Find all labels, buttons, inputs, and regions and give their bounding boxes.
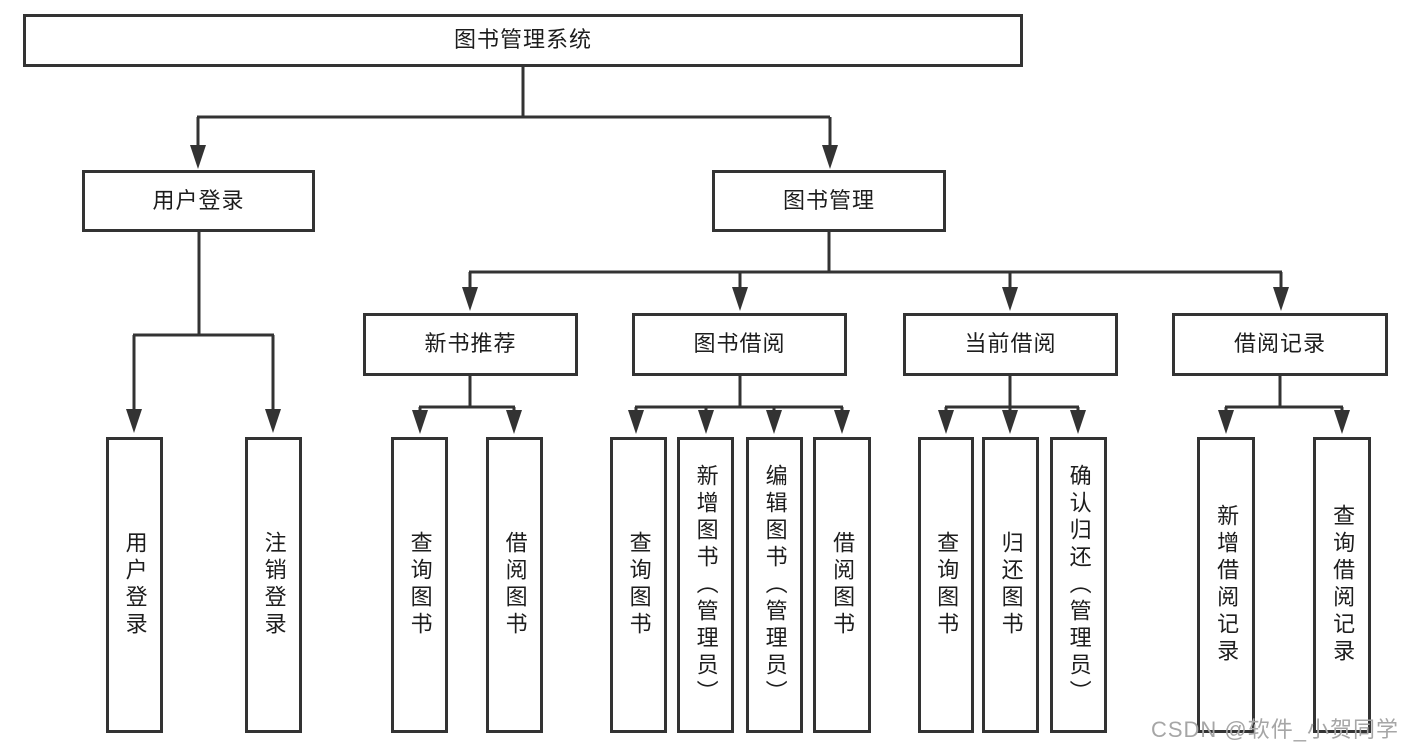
node-label: 当前借阅 xyxy=(964,331,1057,357)
node-leaf-query-book-recommend: 查询图书 xyxy=(391,437,448,733)
node-leaf-edit-book-admin: 编辑图书（管理员） xyxy=(746,437,803,733)
arrowheads-book-borrow-children xyxy=(628,410,850,434)
arrowheads-borrow-records-children xyxy=(1218,410,1350,434)
connector-current-borrow-children xyxy=(944,376,1080,410)
node-leaf-borrow-book: 借阅图书 xyxy=(813,437,871,733)
node-label: 查询图书 xyxy=(626,531,652,639)
arrowheads-user-login-children xyxy=(126,409,281,433)
connector-new-book-recommend-children xyxy=(418,376,516,410)
connector-book-borrow-children xyxy=(634,376,844,410)
node-label: 注销登录 xyxy=(261,531,287,639)
node-current-borrow: 当前借阅 xyxy=(903,313,1118,376)
node-label: 确认归还（管理员） xyxy=(1066,463,1092,707)
node-label: 查询借阅记录 xyxy=(1330,504,1356,666)
arrowheads-root-to-level2 xyxy=(190,145,838,169)
arrowheads-book-management-children xyxy=(462,287,1289,311)
node-user-login: 用户登录 xyxy=(82,170,315,232)
node-label: 图书管理系统 xyxy=(453,27,592,53)
node-label: 用户登录 xyxy=(152,187,245,213)
node-leaf-query-borrow-record: 查询借阅记录 xyxy=(1313,437,1371,733)
node-label: 新增图书（管理员） xyxy=(693,463,719,707)
node-leaf-query-book-current: 查询图书 xyxy=(918,437,974,733)
csdn-watermark: CSDN @软件_小贺同学 xyxy=(1150,717,1399,742)
node-label: 借阅记录 xyxy=(1233,331,1326,357)
node-leaf-confirm-return-admin: 确认归还（管理员） xyxy=(1050,437,1107,733)
connector-root-to-level2 xyxy=(196,67,832,145)
node-label: 查询图书 xyxy=(407,531,433,639)
node-leaf-user-login: 用户登录 xyxy=(106,437,163,733)
node-label: 新增借阅记录 xyxy=(1214,504,1240,666)
node-leaf-add-book-admin: 新增图书（管理员） xyxy=(677,437,734,733)
node-label: 借阅图书 xyxy=(502,531,528,639)
connector-borrow-records-children xyxy=(1224,376,1344,410)
node-leaf-return-book: 归还图书 xyxy=(982,437,1039,733)
node-leaf-query-book-borrow: 查询图书 xyxy=(610,437,667,733)
node-label: 查询图书 xyxy=(934,531,960,639)
node-leaf-logout: 注销登录 xyxy=(245,437,302,733)
node-label: 新书推荐 xyxy=(424,331,517,357)
node-book-management: 图书管理 xyxy=(712,170,946,232)
connector-user-login-children xyxy=(132,232,275,409)
node-label: 借阅图书 xyxy=(830,531,856,639)
node-library-management-system: 图书管理系统 xyxy=(23,14,1023,67)
arrowheads-current-borrow-children xyxy=(938,410,1086,434)
node-label: 图书管理 xyxy=(782,187,875,213)
node-leaf-borrow-book-recommend: 借阅图书 xyxy=(486,437,543,733)
connector-book-management-children xyxy=(468,232,1283,287)
node-label: 用户登录 xyxy=(122,531,148,639)
node-label: 图书借阅 xyxy=(693,331,786,357)
arrowheads-new-book-recommend-children xyxy=(412,410,522,434)
node-leaf-add-borrow-record: 新增借阅记录 xyxy=(1197,437,1255,733)
node-new-book-recommend: 新书推荐 xyxy=(363,313,578,376)
node-book-borrow: 图书借阅 xyxy=(632,313,847,376)
node-borrow-records: 借阅记录 xyxy=(1172,313,1388,376)
node-label: 归还图书 xyxy=(998,531,1024,639)
node-label: 编辑图书（管理员） xyxy=(762,463,788,707)
